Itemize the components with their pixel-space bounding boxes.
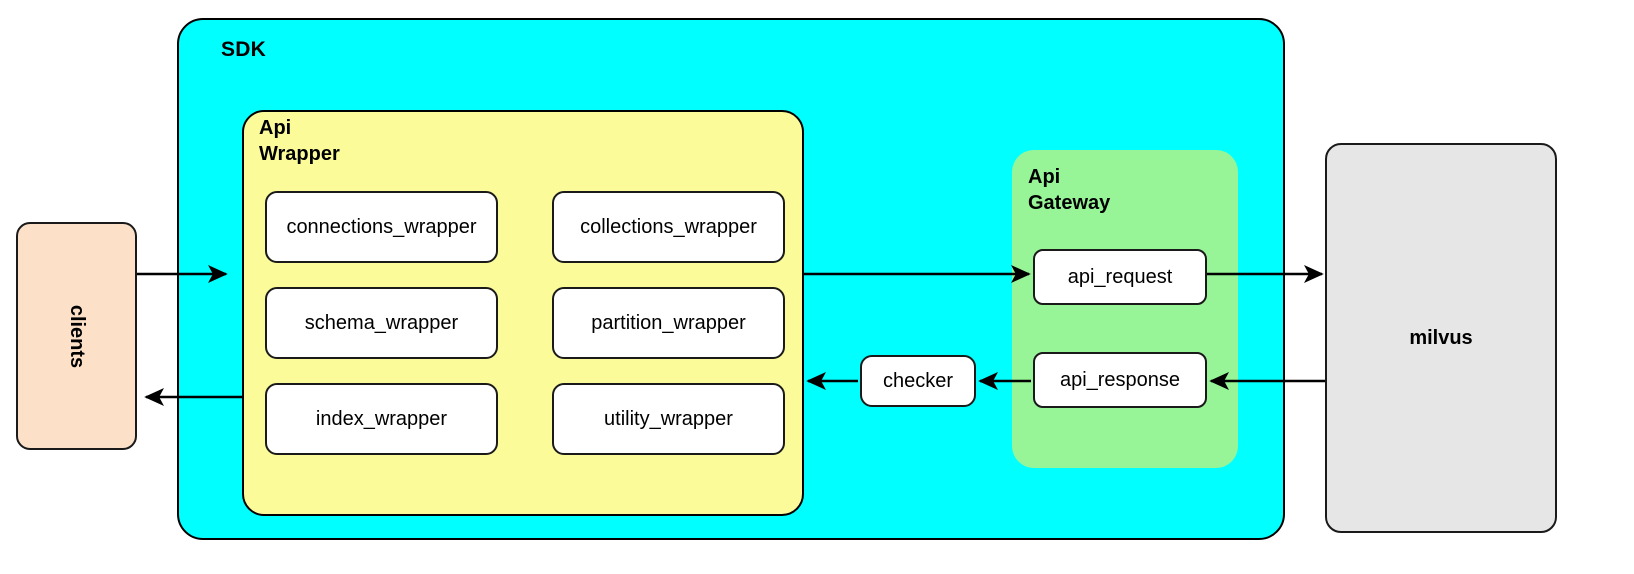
milvus-node[interactable]: milvus bbox=[1325, 143, 1557, 533]
module-index-wrapper[interactable]: index_wrapper bbox=[265, 383, 498, 455]
module-schema-wrapper[interactable]: schema_wrapper bbox=[265, 287, 498, 359]
api-gateway-label: Api Gateway bbox=[1028, 166, 1111, 214]
module-label: collections_wrapper bbox=[580, 215, 757, 238]
module-connections-wrapper[interactable]: connections_wrapper bbox=[265, 191, 498, 263]
module-label: index_wrapper bbox=[315, 407, 448, 430]
milvus-label: milvus bbox=[1409, 326, 1473, 349]
module-api-response[interactable]: api_response bbox=[1033, 352, 1207, 408]
api-gateway-container bbox=[1012, 150, 1238, 468]
module-api-request[interactable]: api_request bbox=[1033, 249, 1207, 305]
module-label: schema_wrapper bbox=[304, 311, 459, 334]
clients-label: clients bbox=[65, 304, 88, 368]
module-label: connections_wrapper bbox=[286, 215, 477, 238]
module-partition-wrapper[interactable]: partition_wrapper bbox=[552, 287, 785, 359]
checker-label: checker bbox=[882, 369, 954, 392]
sdk-label: SDK bbox=[221, 38, 266, 61]
api-wrapper-label: Api Wrapper bbox=[259, 117, 340, 165]
checker-node[interactable]: checker bbox=[860, 355, 976, 407]
module-label: api_response bbox=[1059, 368, 1181, 391]
module-collections-wrapper[interactable]: collections_wrapper bbox=[552, 191, 785, 263]
module-label: utility_wrapper bbox=[604, 407, 733, 430]
clients-node[interactable]: clients bbox=[16, 222, 137, 450]
module-label: api_request bbox=[1067, 265, 1173, 288]
module-label: partition_wrapper bbox=[591, 311, 746, 334]
module-utility-wrapper[interactable]: utility_wrapper bbox=[552, 383, 785, 455]
